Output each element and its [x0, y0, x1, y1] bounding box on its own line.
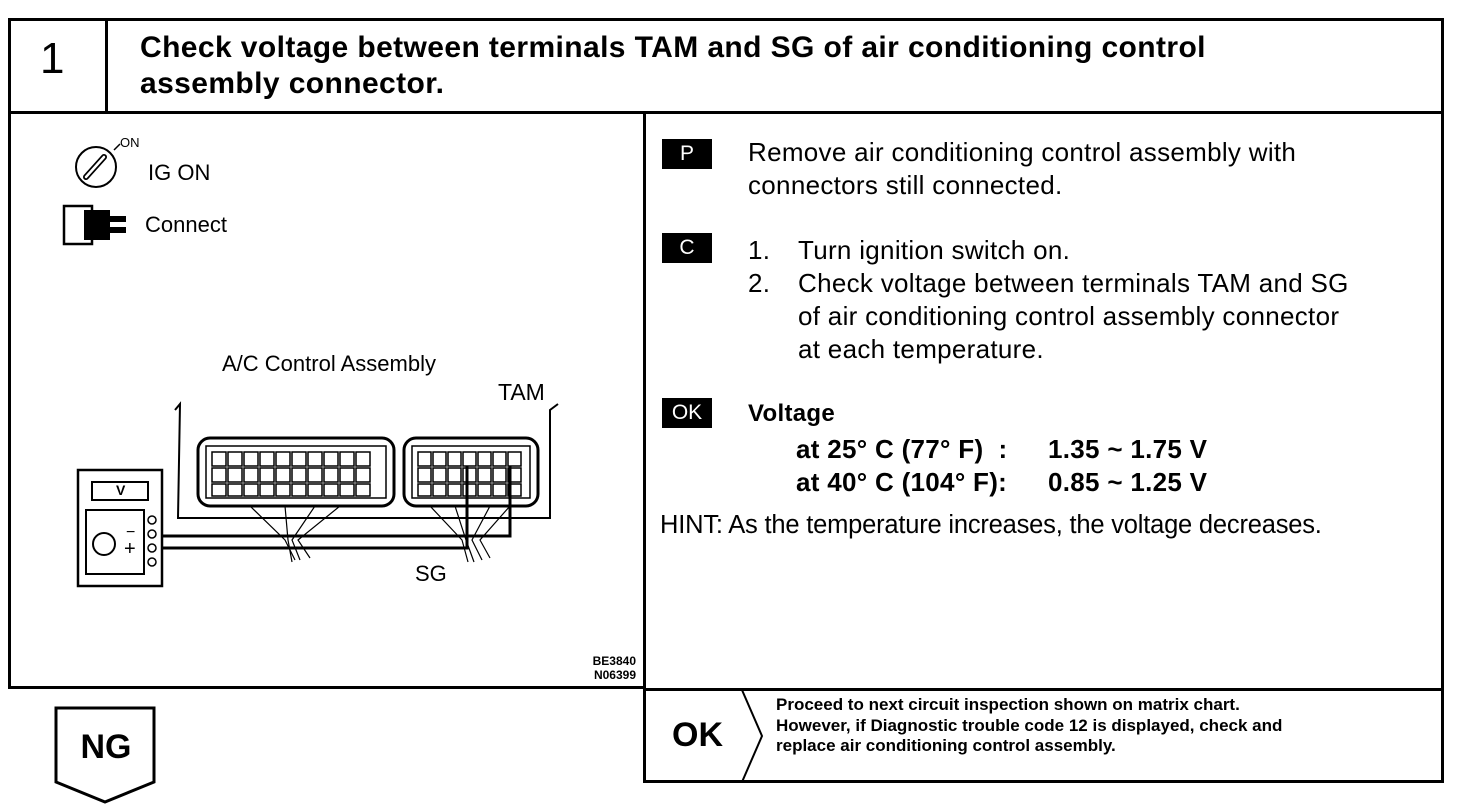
hint-text: HINT: As the temperature increases, the …	[660, 511, 1322, 539]
step2-line1: Check voltage between terminals TAM and …	[798, 268, 1349, 298]
step1-text: Turn ignition switch on.	[798, 235, 1071, 265]
voltmeter-plus: +	[124, 538, 136, 560]
ok-text-line2: However, if Diagnostic trouble code 12 i…	[776, 716, 1283, 735]
ignition-key-icon	[75, 143, 121, 188]
ng-label: NG	[80, 728, 132, 766]
ok-box-right	[1441, 688, 1444, 783]
ng-arrow-box	[54, 706, 156, 804]
header-box	[8, 18, 1444, 114]
figure-code-2: N06399	[593, 668, 636, 682]
voltage-row1-value: 1.35 ~ 1.75 V	[1048, 434, 1208, 464]
prep-line2: connectors still connected.	[748, 170, 1063, 200]
voltmeter-minus: −	[126, 524, 136, 541]
step2-line3: at each temperature.	[798, 334, 1044, 364]
body-left-border	[8, 114, 11, 688]
step-number-divider	[105, 18, 108, 114]
terminal-tam-label: TAM	[498, 379, 545, 405]
ok-tag: OK	[662, 398, 712, 428]
step-title-line2: assembly connector.	[140, 67, 445, 100]
voltage-row2-temp: at 40° C (104° F):	[796, 467, 1008, 497]
ignition-text: IG ON	[148, 160, 211, 185]
connect-text: Connect	[145, 212, 227, 237]
prep-tag: P	[662, 139, 712, 169]
voltmeter-label: V	[116, 482, 126, 498]
voltmeter-icon	[76, 468, 164, 588]
step-title-line1: Check voltage between terminals TAM and …	[140, 31, 1206, 64]
ok-text-line3: replace air conditioning control assembl…	[776, 736, 1116, 755]
ok-box-bottom	[643, 780, 1444, 783]
control-assembly-diagram	[76, 401, 559, 588]
body-center-divider	[643, 114, 646, 782]
ok-chevron	[741, 690, 764, 782]
check-tag: C	[662, 233, 712, 263]
connector-icon	[62, 204, 126, 246]
body-right-border	[1441, 114, 1444, 690]
figure-code-1: BE3840	[592, 654, 636, 668]
ignition-on-mark: ON	[120, 135, 140, 150]
voltage-row1-temp: at 25° C (77° F) :	[796, 434, 1008, 464]
left-connector-pins	[211, 451, 371, 497]
ok-label: OK	[672, 716, 723, 754]
step2-number: 2.	[748, 268, 771, 298]
step-number: 1	[40, 34, 65, 83]
right-connector-pins	[417, 451, 522, 497]
body-bottom-border-left	[8, 686, 646, 689]
assembly-label: A/C Control Assembly	[222, 351, 436, 376]
ok-text-line1: Proceed to next circuit inspection shown…	[776, 695, 1240, 714]
prep-line1: Remove air conditioning control assembly…	[748, 137, 1297, 167]
voltage-row2-value: 0.85 ~ 1.25 V	[1048, 467, 1208, 497]
terminal-sg-label: SG	[415, 561, 447, 586]
step1-number: 1.	[748, 235, 771, 265]
body-bottom-border-right	[643, 688, 1444, 691]
step2-line2: of air conditioning control assembly con…	[798, 301, 1340, 331]
voltage-heading: Voltage	[748, 400, 836, 427]
